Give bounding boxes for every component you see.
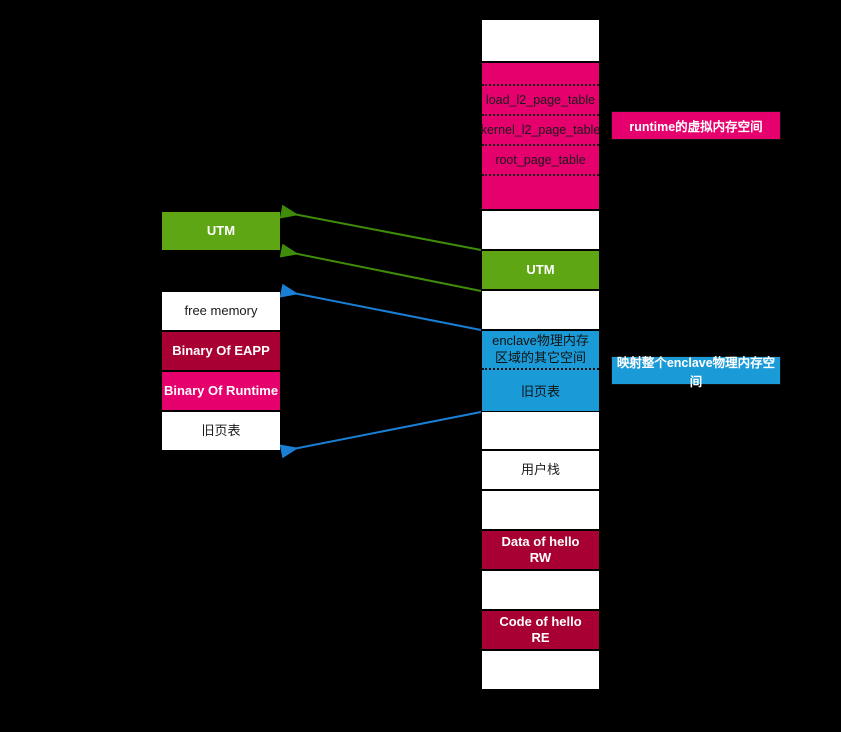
right-segment-empty-above-utm[interactable]: [481, 210, 600, 250]
page-table-row-load-l2-label: load_l2_page_table: [485, 93, 596, 107]
right-utm-label: UTM: [526, 262, 555, 278]
right-code-of-hello-label: Code of hello RE: [499, 614, 582, 645]
left-binary-runtime-label: Binary Of Runtime: [163, 383, 279, 399]
left-utm-block[interactable]: UTM: [161, 211, 281, 251]
left-free-memory-block[interactable]: free memory: [161, 291, 281, 331]
left-binary-eapp-label: Binary Of EAPP: [172, 343, 270, 359]
right-enclave-memory-block[interactable]: enclave物理内存 区域的其它空间 旧页表: [481, 330, 600, 412]
left-binary-eapp-block[interactable]: Binary Of EAPP: [161, 331, 281, 371]
right-utm-block[interactable]: UTM: [481, 250, 600, 290]
arrow-enclave-mem-bottom-mapping: [279, 411, 482, 459]
enclave-memory-top-label-wrap: enclave物理内存 区域的其它空间: [482, 331, 599, 368]
page-table-row-load-l2[interactable]: load_l2_page_table: [482, 84, 599, 114]
right-data-of-hello-label: Data of hello RW: [501, 534, 580, 565]
page-table-pad-top: [482, 63, 599, 84]
page-table-row-kernel-l2-label: kernel_l2_page_table: [480, 123, 601, 137]
arrow-utm-bottom-mapping: [279, 243, 482, 292]
left-binary-runtime-block[interactable]: Binary Of Runtime: [161, 371, 281, 411]
right-segment-empty-bottom[interactable]: [481, 650, 600, 690]
right-user-stack-label: 用户栈: [520, 462, 560, 478]
left-utm-label: UTM: [206, 223, 236, 239]
left-free-memory-label: free memory: [184, 303, 258, 319]
right-data-of-hello-block[interactable]: Data of hello RW: [481, 530, 600, 570]
enclave-memory-old-page-table-label: 旧页表: [520, 384, 560, 399]
right-segment-empty-top[interactable]: [481, 19, 600, 62]
page-table-row-root[interactable]: root_page_table: [482, 144, 599, 176]
right-segment-empty-above-stack[interactable]: [481, 411, 600, 450]
arrow-utm-top-mapping: [279, 204, 482, 251]
right-user-stack-block[interactable]: 用户栈: [481, 450, 600, 490]
right-segment-empty-below-utm[interactable]: [481, 290, 600, 330]
page-table-row-kernel-l2[interactable]: kernel_l2_page_table: [480, 114, 601, 144]
left-old-page-table-block[interactable]: 旧页表: [161, 411, 281, 451]
right-page-table-group[interactable]: load_l2_page_table kernel_l2_page_table …: [481, 62, 600, 210]
left-old-page-table-label: 旧页表: [201, 423, 241, 439]
right-code-of-hello-block[interactable]: Code of hello RE: [481, 610, 600, 650]
right-segment-empty-above-code[interactable]: [481, 570, 600, 610]
callout-map-enclave-physical-memory[interactable]: 映射整个enclave物理内存空间: [611, 356, 781, 389]
enclave-memory-old-page-table[interactable]: 旧页表: [482, 368, 599, 411]
page-table-row-root-label: root_page_table: [495, 153, 586, 167]
enclave-memory-top-label: enclave物理内存 区域的其它空间: [492, 333, 589, 365]
arrow-enclave-mem-top-mapping: [279, 283, 482, 331]
callout-runtime-virtual-memory[interactable]: runtime的虚拟内存空间: [611, 111, 781, 140]
callout-runtime-virtual-memory-label: runtime的虚拟内存空间: [629, 120, 763, 134]
callout-map-enclave-physical-memory-label: 映射整个enclave物理内存空间: [616, 355, 776, 389]
right-segment-empty-above-data[interactable]: [481, 490, 600, 530]
